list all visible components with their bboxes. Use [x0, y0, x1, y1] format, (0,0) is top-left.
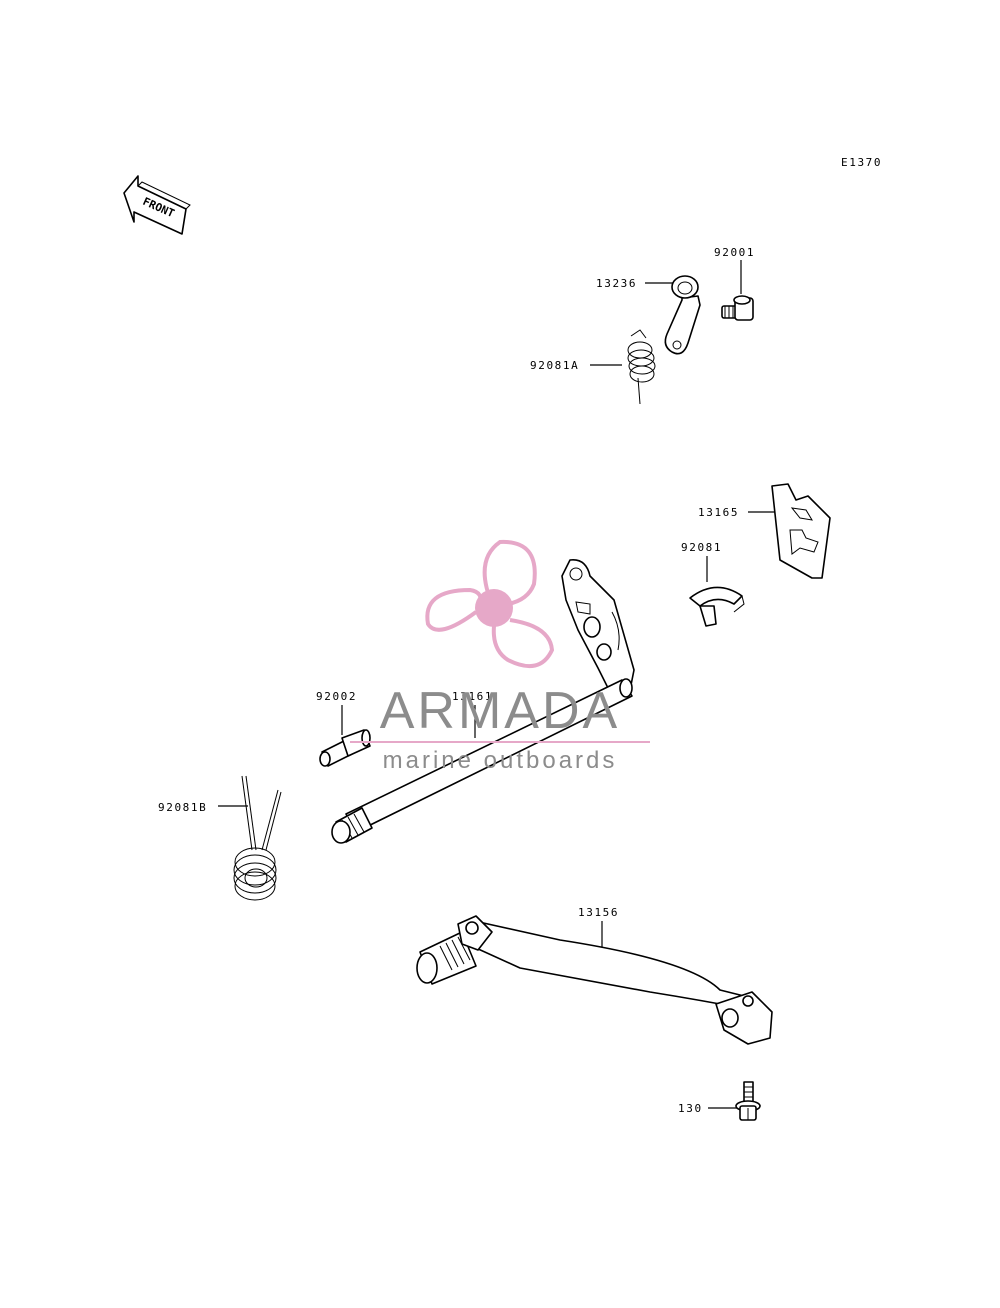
label-92081B: 92081B: [158, 801, 207, 814]
armada-watermark: ARMADA marine outboards: [350, 539, 650, 774]
label-13161: 13161: [452, 690, 493, 703]
label-92081: 92081: [681, 541, 722, 554]
part-13236: 13236: [596, 275, 701, 355]
part-130: 130: [678, 1081, 761, 1121]
part-13165: 13165: [698, 483, 831, 579]
label-92081A: 92081A: [530, 359, 579, 372]
part-92081: 92081: [681, 541, 745, 627]
part-13161: 13161: [331, 559, 635, 844]
part-92081A: 92081A: [530, 329, 656, 405]
part-92001: 92001: [714, 246, 755, 321]
part-13156: 13156: [416, 906, 773, 1045]
label-13236: 13236: [596, 277, 637, 290]
front-arrow-icon: FRONT: [123, 175, 191, 235]
label-13156: 13156: [578, 906, 619, 919]
diagram-code: E1370: [841, 156, 882, 169]
propeller-logo-icon: [425, 539, 555, 669]
part-92002: 92002: [316, 690, 371, 767]
label-130: 130: [678, 1102, 703, 1115]
watermark-tagline: marine outboards: [383, 747, 618, 774]
label-92002: 92002: [316, 690, 357, 703]
watermark-name: ARMADA: [380, 682, 620, 740]
part-92081B: 92081B: [158, 775, 282, 901]
propeller-hub-icon: [475, 589, 513, 627]
label-92001: 92001: [714, 246, 755, 259]
label-13165: 13165: [698, 506, 739, 519]
